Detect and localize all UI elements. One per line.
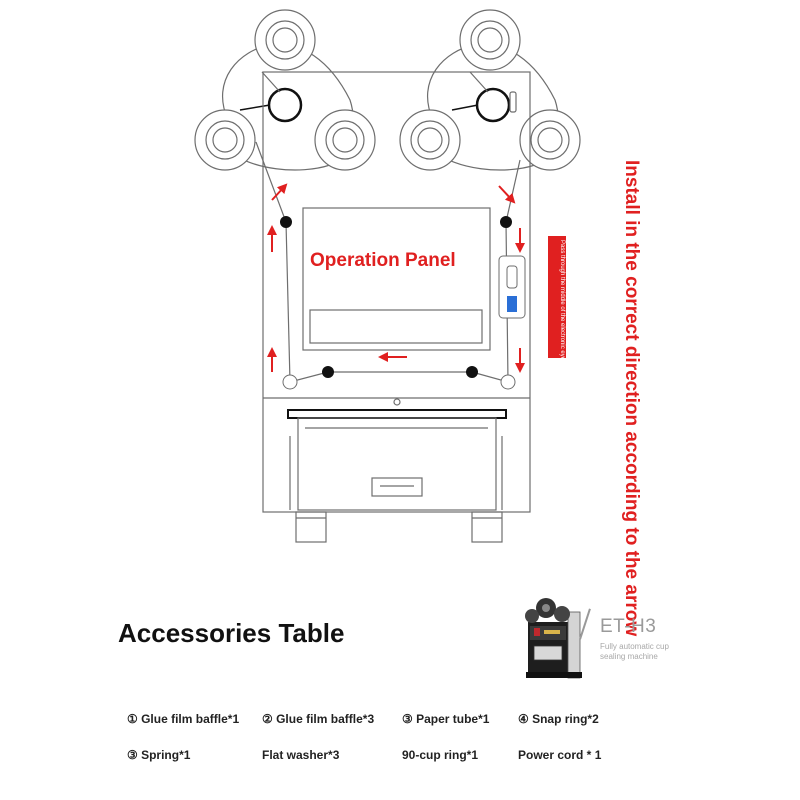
operation-panel-label: Operation Panel [310,250,456,271]
brand-subtitle: Fully automatic cup sealing machine [600,642,669,661]
accessory-item: ② Glue film baffle*3 [262,712,375,726]
install-direction-note: Install in the correct direction accordi… [612,160,642,636]
right-film-reel [399,9,581,171]
film-rollers [280,216,516,390]
product-image [525,598,582,679]
accessory-item: ③ Paper tube*1 [402,712,490,726]
accessory-item: Flat washer*3 [262,748,340,762]
left-film-reel [194,9,376,171]
brand-model: ET-H3 [600,616,657,637]
electronic-eye-tag-text: Pass through the middle of the electroni… [559,240,565,361]
machine-body [262,71,531,543]
accessory-item: ④ Snap ring*2 [518,712,599,726]
electronic-eye [498,255,526,319]
electronic-eye-tag: Pass through the middle of the electroni… [548,236,566,361]
film-path [255,141,521,383]
accessory-item: ① Glue film baffle*1 [127,712,240,726]
accessory-item: ③ Spring*1 [127,748,191,762]
accessory-item: 90-cup ring*1 [402,748,479,762]
machine-diagram [194,9,581,543]
install-direction-text: Install in the correct direction accordi… [621,160,642,637]
accessories-title: Accessories Table [118,618,345,648]
accessory-item: Power cord * 1 [518,748,602,762]
direction-arrows [267,183,525,373]
